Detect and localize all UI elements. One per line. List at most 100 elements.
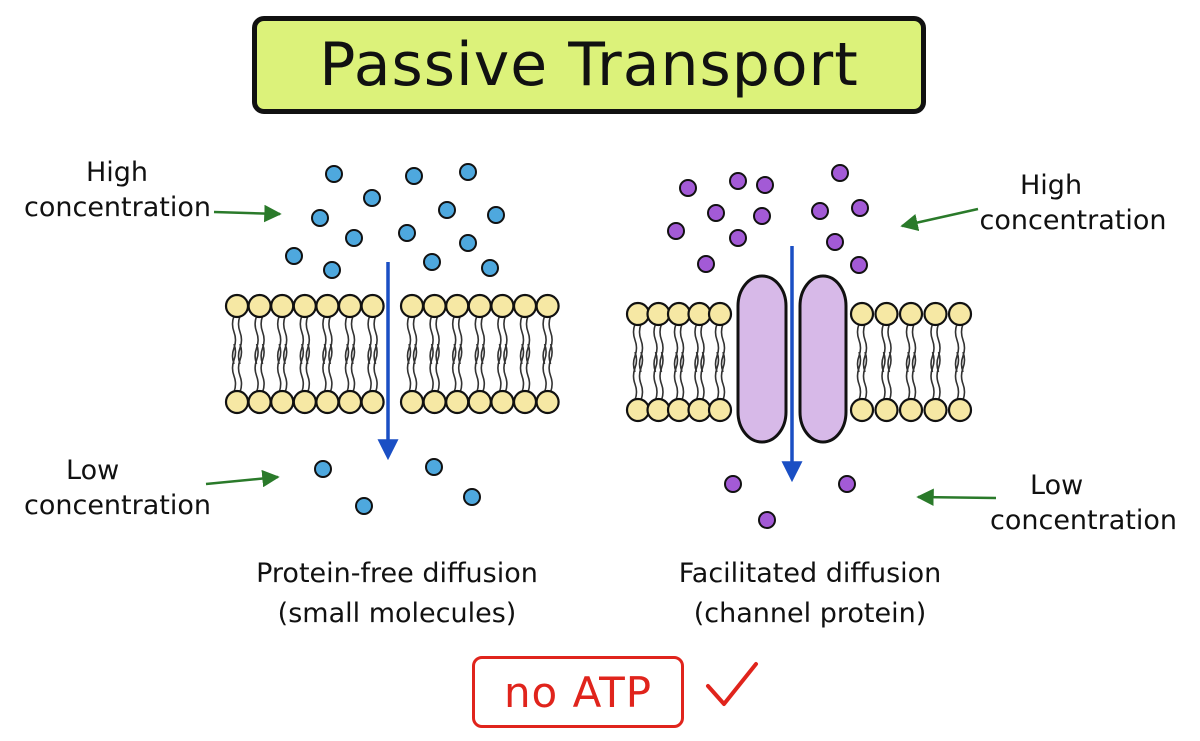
lipid-tail (673, 351, 679, 401)
phospholipid-head (625, 397, 651, 423)
lipid-tail (525, 315, 531, 365)
phospholipid-head (707, 301, 733, 327)
phospholipid-head (947, 301, 973, 327)
phospholipid-head (224, 389, 250, 415)
phospholipid-head (467, 389, 492, 415)
transported-molecule (707, 204, 725, 222)
lipid-tail (406, 343, 412, 393)
phospholipid-head (270, 293, 295, 319)
transported-molecule (758, 511, 776, 529)
phospholipid-head (337, 293, 363, 319)
lipid-tail (429, 343, 434, 393)
phospholipid-head (874, 397, 899, 423)
left-high-label: High concentration (24, 155, 211, 225)
phospholipid-head (947, 397, 973, 423)
phospholipid-head (247, 389, 272, 415)
lipid-tail (322, 315, 327, 365)
lipid-tail (503, 343, 508, 393)
lipid-tail (930, 323, 935, 373)
lipid-tail (632, 323, 638, 373)
transported-molecule (724, 475, 742, 493)
small-molecule (425, 458, 443, 476)
lipid-tail (694, 323, 699, 373)
lipid-tail (519, 343, 525, 393)
phospholipid-head (535, 293, 560, 319)
lipid-tail (638, 351, 644, 401)
lipid-tail (930, 351, 935, 401)
lipid-tail (905, 323, 911, 373)
phospholipid-head (666, 397, 692, 423)
small-molecule (487, 206, 505, 224)
channel-protein-right-half (798, 274, 848, 444)
small-molecule (423, 253, 441, 271)
phospholipid-head (247, 293, 272, 319)
lipid-tail (480, 343, 486, 393)
left-high-label-line2: concentration (24, 192, 211, 223)
lipid-tail (350, 315, 356, 365)
lipid-tail (862, 323, 868, 373)
lipid-tail (548, 343, 553, 393)
phospholipid-head (292, 389, 317, 415)
lipid-tail (714, 323, 720, 373)
lipid-tail (960, 351, 966, 401)
lipid-tail (299, 315, 305, 365)
lipid-tail (862, 351, 868, 401)
phospholipid-head (849, 301, 875, 327)
lipid-tail (679, 323, 685, 373)
lipid-tail (474, 343, 480, 393)
phospholipid-head (490, 293, 515, 319)
small-molecule (325, 165, 343, 183)
lipid-tail (299, 343, 305, 393)
lipid-tail (936, 351, 941, 401)
left-low-label: Low concentration (24, 453, 211, 523)
phospholipid-head (399, 293, 425, 319)
lipid-tail (673, 323, 679, 373)
lipid-tail (260, 343, 265, 393)
lipid-tail (954, 351, 960, 401)
lipid-tail (435, 315, 440, 365)
lipid-tail (429, 315, 434, 365)
phospholipid-head (898, 397, 924, 423)
lipid-tail (367, 343, 372, 393)
phospholipid-head (535, 389, 560, 415)
lipid-tail (700, 351, 705, 401)
small-molecule (459, 163, 477, 181)
lipid-tail (344, 343, 350, 393)
lipid-tail (282, 343, 288, 393)
lipid-tail (373, 343, 378, 393)
lipid-tail (457, 343, 463, 393)
phospholipid-head (422, 293, 447, 319)
check-icon (706, 662, 758, 706)
phospholipid-head (399, 389, 425, 415)
lipid-tail (856, 323, 862, 373)
lipid-tail (887, 323, 892, 373)
left-caption: Protein-free diffusion (small molecules) (230, 554, 564, 634)
phospholipid-head (512, 389, 538, 415)
small-molecule (285, 247, 303, 265)
small-molecule (314, 460, 332, 478)
transported-molecule (679, 179, 697, 197)
lipid-tail (451, 343, 457, 393)
phospholipid-head (625, 301, 651, 327)
lipid-tail (457, 315, 463, 365)
phospholipid-head (646, 397, 671, 423)
phospholipid-head (849, 397, 875, 423)
lipid-tail (714, 351, 720, 401)
transported-molecule (729, 229, 747, 247)
lipid-tail (653, 351, 658, 401)
right-caption-line2: (channel protein) (693, 598, 927, 629)
small-molecule (363, 189, 381, 207)
right-low-label-line1: Low (1030, 470, 1084, 501)
lipid-tail (373, 315, 378, 365)
lipid-tail (412, 315, 418, 365)
transported-molecule (667, 222, 685, 240)
lipid-tail (881, 323, 886, 373)
right-caption: Facilitated diffusion (channel protein) (652, 554, 968, 634)
lipid-tail (328, 343, 333, 393)
lipid-tail (350, 343, 356, 393)
page-title: Passive Transport (319, 30, 859, 100)
transported-molecule (838, 475, 856, 493)
lipid-tail (856, 351, 862, 401)
transported-molecule (756, 176, 774, 194)
right-low-label: Low concentration (990, 468, 1177, 538)
